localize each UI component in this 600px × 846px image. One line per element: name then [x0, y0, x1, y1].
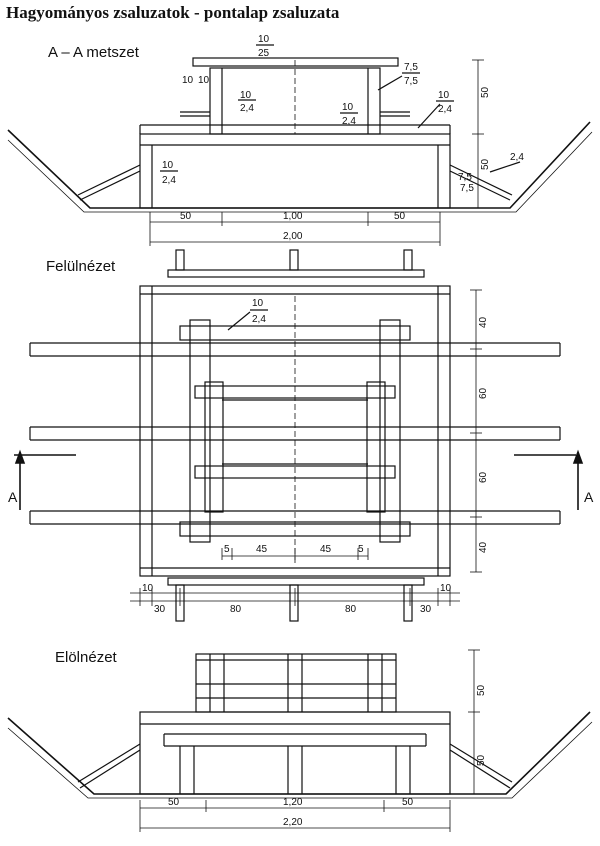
dim-front-height-upper: 50 — [476, 684, 487, 696]
front-upper-box — [195, 653, 397, 713]
label-top-board-a: 10 — [258, 34, 270, 45]
dim-top-outer-right: 10 — [440, 583, 452, 594]
dim-sec-bottom-left: 50 — [180, 211, 192, 222]
dim-top-bottom-2: 80 — [230, 604, 242, 615]
top-view-inner-post-left — [189, 319, 211, 543]
label-box-left-a: 10 — [162, 160, 174, 171]
label-brace-upper-b: 7,5 — [404, 76, 418, 87]
label-brace-upper-a: 7,5 — [404, 62, 418, 73]
section-braces — [77, 164, 513, 201]
dim-sec-bottom-right: 50 — [394, 211, 406, 222]
dim-top-right-1: 40 — [478, 316, 489, 328]
dim-top-bottom-4: 30 — [420, 604, 432, 615]
label-inner-right-b: 2,4 — [342, 116, 356, 127]
top-view-inner-post-right — [379, 319, 401, 543]
cut-mark-right: A — [584, 489, 594, 505]
dim-front-bottom-left: 50 — [168, 797, 180, 808]
front-view-title: Elölnézet — [55, 649, 117, 666]
label-inner-right-a: 10 — [342, 102, 354, 113]
dim-top-inner-4: 5 — [358, 544, 364, 555]
label-box-right-b: 2,4 — [438, 104, 452, 115]
label-side-left-a: 10 — [182, 75, 194, 86]
dim-top-inner-3: 45 — [320, 544, 332, 555]
section-top-board — [192, 57, 399, 67]
section-cut-marks — [14, 449, 584, 510]
dim-top-bottom-1: 30 — [154, 604, 166, 615]
top-view-title: Felülnézet — [46, 258, 116, 275]
dim-top-inner-2: 45 — [256, 544, 268, 555]
dim-top-right-3: 60 — [478, 471, 489, 483]
front-dimensions — [139, 649, 480, 832]
label-side-left-b: 10 — [198, 75, 210, 86]
label-strut: 2,4 — [510, 152, 524, 163]
label-inner-left-a: 10 — [240, 90, 252, 101]
top-view-lower-board — [167, 577, 425, 586]
label-top-board-b2: 2,4 — [252, 314, 266, 325]
section-view-title: A – A metszet — [48, 44, 139, 61]
dim-top-outer-left: 10 — [142, 583, 154, 594]
front-lower-box — [139, 711, 451, 795]
dim-front-bottom-right: 50 — [402, 797, 414, 808]
dim-top-bottom-3: 80 — [345, 604, 357, 615]
dim-sec-height-lower: 50 — [480, 158, 491, 170]
dim-front-height-lower: 50 — [476, 754, 487, 766]
dim-sec-bottom-mid: 1,00 — [283, 211, 303, 222]
dim-top-inner-1: 5 — [224, 544, 230, 555]
top-view-stakes — [175, 249, 413, 622]
label-brace-lower-b: 7,5 — [460, 183, 474, 194]
front-view: 50 50 50 1,20 50 2,20 — [7, 649, 593, 832]
top-view-dimensions — [130, 289, 482, 606]
label-brace-lower-a: 7,5 — [458, 172, 472, 183]
cut-mark-left: A — [8, 489, 18, 505]
label-top-board-a2: 10 — [252, 298, 264, 309]
dim-front-total: 2,20 — [283, 817, 303, 828]
dim-top-right-4: 40 — [478, 541, 489, 553]
section-dimensions — [149, 59, 484, 246]
sheet-title: Hagyományos zsaluzatok - pontalap zsaluz… — [6, 3, 340, 22]
label-inner-left-b: 2,4 — [240, 103, 254, 114]
label-box-left-b: 2,4 — [162, 175, 176, 186]
top-view: A A 10 2,4 — [8, 249, 594, 622]
dim-top-right-2: 60 — [478, 387, 489, 399]
label-box-right-a: 10 — [438, 90, 450, 101]
section-view: 10 25 10 10 10 2,4 10 2,4 7,5 7,5 10 2,4… — [7, 34, 593, 246]
label-top-board-b: 25 — [258, 48, 270, 59]
top-view-outer-frame — [139, 285, 451, 577]
dim-sec-height-upper: 50 — [480, 86, 491, 98]
top-view-upper-board — [167, 269, 425, 278]
dim-sec-total: 2,00 — [283, 231, 303, 242]
dim-front-bottom-mid: 1,20 — [283, 797, 303, 808]
